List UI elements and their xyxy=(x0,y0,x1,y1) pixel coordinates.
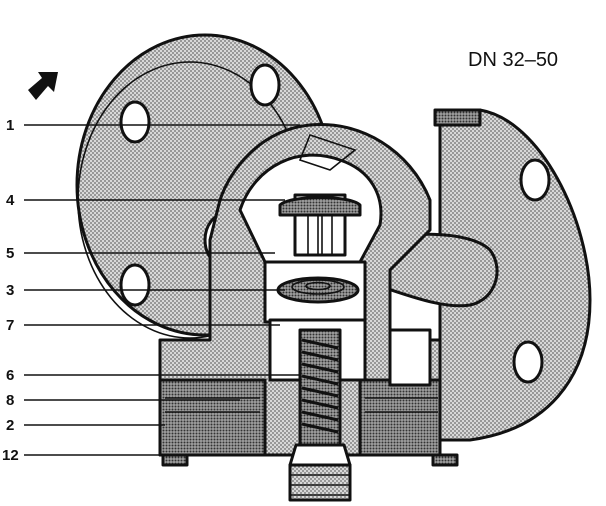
callout-2: 2 xyxy=(6,417,14,434)
callout-8: 8 xyxy=(6,392,14,409)
spring-icon xyxy=(301,338,339,434)
callout-7: 7 xyxy=(6,317,14,334)
valve-seat xyxy=(278,193,362,257)
callout-4: 4 xyxy=(6,192,15,209)
spring-screw-assembly xyxy=(268,318,367,502)
flow-direction-arrow-icon xyxy=(28,72,58,100)
cover-bolt xyxy=(431,453,459,467)
flange-bolt-hole xyxy=(249,63,281,107)
flange-bolt-hole xyxy=(519,158,551,202)
callout-1: 1 xyxy=(6,117,14,134)
callout-5: 5 xyxy=(6,245,14,262)
callout-12: 12 xyxy=(2,447,19,464)
trap-cover xyxy=(158,328,442,457)
leader-lines xyxy=(24,124,300,456)
flange-bolt-hole xyxy=(119,100,151,144)
drain-plug xyxy=(288,463,352,502)
thermostatic-capsule xyxy=(263,260,367,324)
outlet-flange xyxy=(433,108,592,442)
nominal-size-label: DN 32–50 xyxy=(468,49,558,71)
callout-labels: 1 4 5 3 7 6 8 2 12 xyxy=(2,117,19,464)
callout-3: 3 xyxy=(6,282,14,299)
callout-6: 6 xyxy=(6,367,14,384)
flange-bolt-hole xyxy=(119,263,151,307)
flange-bolt-hole xyxy=(512,340,544,384)
cover-bolt xyxy=(161,453,189,467)
